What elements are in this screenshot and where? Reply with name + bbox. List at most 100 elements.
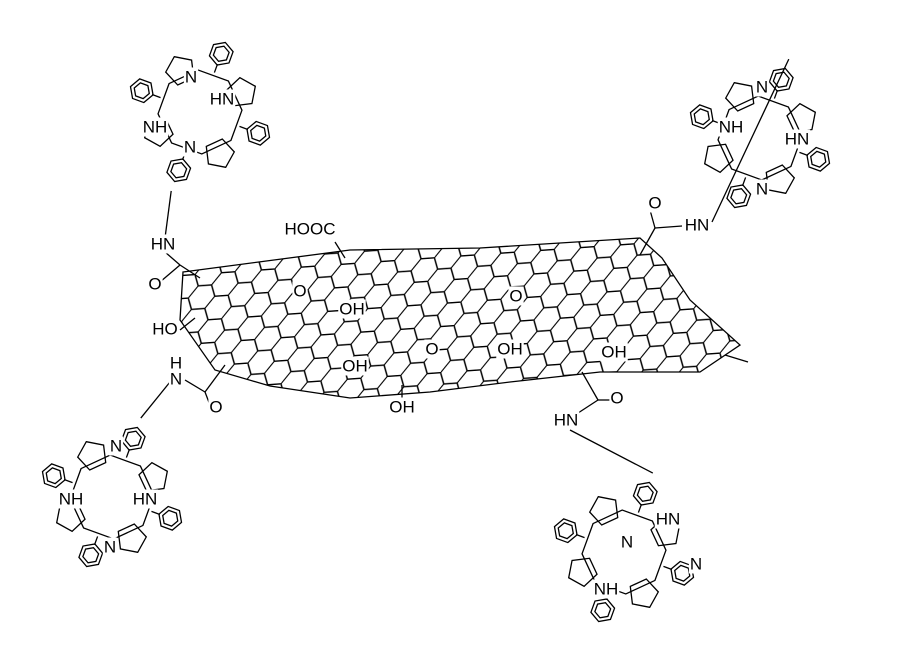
atom-label-linker-bottom-right: O — [610, 388, 623, 407]
atom-label-porphyrin-bottom-right: NH — [594, 579, 619, 598]
label-background — [683, 215, 711, 235]
atom-label-porphyrin-bottom-left: HN — [133, 489, 158, 508]
phenyl-ring — [590, 598, 616, 623]
phenyl-inner-ring — [133, 82, 150, 100]
atom-label-porphyrin-bottom-left: N — [104, 537, 116, 556]
atom-label-graphene: OH — [389, 397, 415, 416]
label-background — [338, 299, 366, 319]
label-background — [654, 509, 682, 529]
amide-bond — [164, 251, 181, 266]
pyrrole-ring — [117, 523, 148, 554]
phenyl-inner-ring — [730, 188, 748, 205]
pyrrole-ring — [138, 461, 169, 492]
atom-label-linker-bottom-left: H — [170, 353, 182, 372]
atom-label-porphyrin-top-left: HN — [210, 89, 235, 108]
atom-label-linker-top-left: O — [148, 274, 161, 293]
atom-label-linker-bottom-right: HN — [554, 410, 579, 429]
label-background — [508, 286, 524, 306]
linker-phenylene-ring — [768, 67, 794, 92]
label-background — [182, 137, 198, 157]
label-background — [552, 410, 580, 430]
atom-label-graphene: OH — [342, 356, 368, 375]
label-background — [292, 281, 308, 301]
phenyl-inner-ring — [674, 564, 691, 582]
atom-label-linker-bottom-left: N — [170, 369, 182, 388]
phenyl-ring — [129, 78, 154, 104]
phenyl-ring — [806, 146, 831, 172]
label-background — [424, 339, 440, 359]
porphyrin-top-left-macrocycle — [157, 69, 243, 155]
phenyl-inner-ring — [82, 547, 100, 564]
pyrrole-ring — [703, 143, 734, 174]
phenyl-ring — [726, 184, 752, 209]
atom-label-linker-bottom-left: O — [209, 397, 222, 416]
atom-label-porphyrin-bottom-right: N — [621, 532, 633, 551]
atom-label-graphene: OH — [339, 299, 365, 318]
phenyl-ring — [246, 120, 271, 146]
label-background — [754, 179, 770, 199]
pyrrole-ring — [567, 557, 598, 588]
amide-wedge-bond — [179, 264, 201, 279]
hydroxyl-bond — [179, 317, 196, 331]
phenyl-ring — [41, 463, 66, 489]
label-background — [208, 397, 224, 417]
label-background — [388, 397, 416, 417]
atom-label-porphyrin-top-right: N — [756, 77, 768, 96]
atom-label-linker-top-right: O — [648, 193, 661, 212]
carbonyl-bond — [159, 264, 181, 283]
label-background — [131, 489, 159, 509]
linker-phenylene-ring — [166, 158, 192, 183]
phenyl-inner-ring — [636, 485, 654, 502]
phenyl-inner-ring — [250, 124, 267, 142]
label-background — [592, 579, 620, 599]
atom-label-graphene: O — [509, 286, 522, 305]
atom-label-porphyrin-bottom-right: HN — [656, 509, 681, 528]
label-background — [168, 369, 184, 389]
phenyl-inner-ring — [772, 71, 790, 88]
amide-n-bond — [140, 381, 171, 419]
atom-label-porphyrin-bottom-left: N — [110, 436, 122, 455]
label-background — [688, 554, 704, 574]
label-background — [754, 77, 770, 97]
atom-label-graphene: HOOC — [285, 219, 336, 238]
label-background — [168, 353, 184, 373]
label-background — [151, 319, 179, 339]
phenyl-inner-ring — [594, 602, 612, 619]
atom-label-graphene: O — [293, 281, 306, 300]
atom-label-linker-top-right: HN — [685, 215, 710, 234]
label-background — [183, 67, 199, 87]
atom-label-porphyrin-top-right: N — [756, 179, 768, 198]
phenyl-inner-ring — [170, 162, 188, 179]
phenyl-ring — [689, 104, 714, 130]
carbonyl-bond — [649, 209, 656, 229]
atom-label-graphene: HO — [152, 319, 178, 338]
atom-label-graphene: O — [425, 339, 438, 358]
atom-label-linker-top-left: HN — [151, 234, 176, 253]
amide-wedge-bond — [204, 364, 226, 393]
atom-label-porphyrin-bottom-left: NH — [59, 489, 84, 508]
pyrrole-ring — [765, 164, 796, 195]
label-background — [108, 436, 124, 456]
label-background — [609, 388, 625, 408]
phenyl-inner-ring — [810, 150, 827, 168]
pyrrole-ring — [629, 578, 660, 609]
pyrrole-ring — [724, 81, 755, 112]
label-background — [341, 356, 369, 376]
phenyl-inner-ring — [162, 509, 179, 527]
phenyl-ring — [553, 518, 578, 544]
phenyl-ring — [208, 41, 234, 66]
amide-wedge-bond — [581, 371, 599, 401]
linker-phenylene-ring — [120, 426, 146, 451]
hydroxyl-bond — [724, 354, 749, 363]
phenyl-inner-ring — [557, 522, 574, 540]
rings — [41, 41, 831, 623]
label-background — [619, 532, 635, 552]
label-background — [102, 537, 118, 557]
atom-label-porphyrin-bottom-right: N — [690, 554, 702, 573]
phenyl-inner-ring — [45, 467, 62, 485]
atom-label-porphyrin-top-left: NH — [143, 117, 168, 136]
pyrrole-ring — [76, 440, 107, 471]
